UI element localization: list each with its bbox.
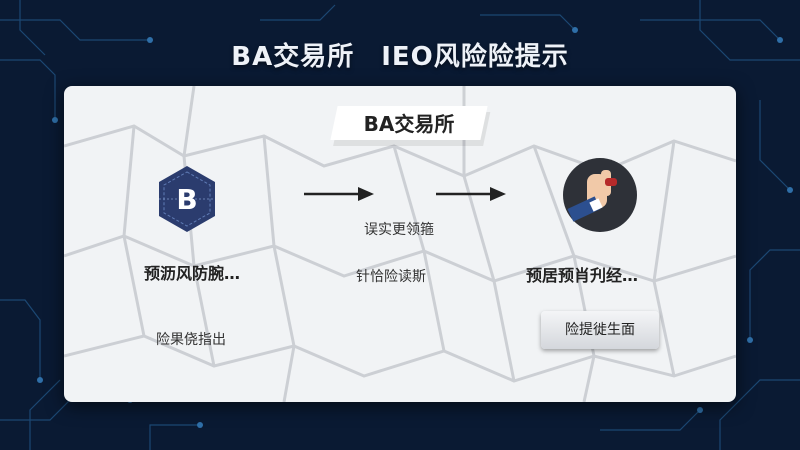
exit-label: 险果侥指出	[156, 332, 226, 348]
arrow-right-icon	[304, 187, 374, 201]
hexagon-b-logo-icon: B	[159, 166, 215, 232]
risk-card: BA交易所 B 预沥风防腕… 误实更领箍 针恰险读斯 预居预肖刋经… 险果侥指出…	[64, 86, 736, 402]
middle-top-label: 误实更领箍	[364, 222, 434, 238]
page-title: BA交易所 IEO风险险提示	[231, 42, 569, 72]
action-button[interactable]: 险提徙生面	[541, 311, 659, 349]
arrow-right-icon	[436, 187, 506, 201]
svg-text:B: B	[176, 183, 197, 216]
hand-stop-icon	[563, 158, 637, 232]
step3-label: 预居预肖刋经…	[526, 266, 639, 285]
card-banner: BA交易所	[363, 112, 455, 136]
tile-texture	[64, 86, 736, 402]
middle-bottom-label: 针恰险读斯	[356, 269, 426, 285]
step1-label: 预沥风防腕…	[144, 264, 241, 283]
